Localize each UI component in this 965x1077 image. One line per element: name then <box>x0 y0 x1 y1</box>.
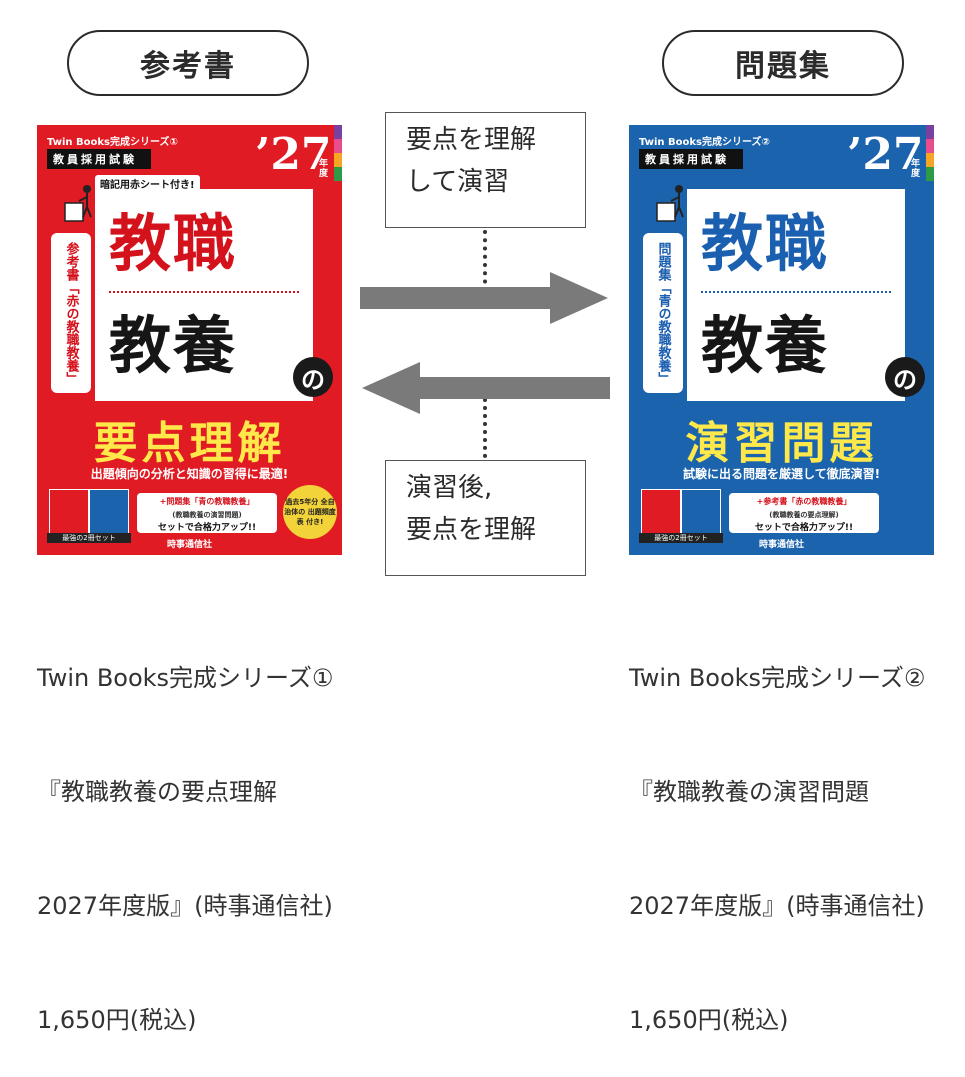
frequency-badge: 過去5年分 全自治体の 出題頻度表 付き! <box>283 485 337 539</box>
figure-icon <box>64 185 92 222</box>
promo-line1: +参考書「赤の教職教養」 <box>756 497 852 506</box>
title-divider <box>701 291 891 293</box>
caption-right-price: 1,650円(税込) <box>629 1006 789 1034</box>
book-cover-reference: Twin Books完成シリーズ① 教員採用試験 ’27 年度 暗記用赤シート付… <box>37 125 342 555</box>
note-bottom-line1: 演習後, <box>406 473 493 503</box>
sticker-label: 暗記用赤シート付き! <box>95 175 200 192</box>
promo-box: +問題集「青の教職教養」 (教職教養の演習問題) セットで合格力アップ!! <box>137 493 277 533</box>
promo-line3: セットで合格力アップ!! <box>754 523 854 533</box>
title-panel <box>95 189 313 401</box>
title-line2: 教養 <box>701 309 830 382</box>
mini-books-caption: 最強の2冊セット <box>639 533 723 543</box>
series-label: Twin Books完成シリーズ① <box>47 137 178 148</box>
title-line1: 教職 <box>701 207 830 280</box>
exam-label: 教員採用試験 <box>639 149 743 169</box>
series-label: Twin Books完成シリーズ② <box>639 137 770 148</box>
caption-right-series: Twin Books完成シリーズ② <box>629 664 926 692</box>
dotted-connector-top <box>483 230 487 300</box>
title-line2: 教養 <box>109 309 238 382</box>
caption-left-price: 1,650円(税込) <box>37 1006 197 1034</box>
caption-left: Twin Books完成シリーズ① 『教職教養の要点理解 2027年度版』(時事… <box>37 583 333 1077</box>
year-label: ’27 <box>847 129 924 180</box>
exam-label: 教員採用試験 <box>47 149 151 169</box>
title-particle: の <box>293 357 333 397</box>
vertical-series-label: 参考書「赤の教職教養」 <box>51 233 91 393</box>
promo-line3: セットで合格力アップ!! <box>157 523 257 533</box>
mini-books-image: 最強の2冊セット <box>47 489 131 543</box>
vertical-series-label: 問題集「青の教職教養」 <box>643 233 683 393</box>
caption-right-edition: 2027年度版』(時事通信社) <box>629 892 925 920</box>
publisher-label: 時事通信社 <box>758 540 804 550</box>
mini-books-image: 最強の2冊セット <box>639 489 723 543</box>
reference-book-label: 参考書 <box>67 30 309 96</box>
caption-left-title: 『教職教養の要点理解 <box>37 778 277 806</box>
year-suffix: 年度 <box>911 159 921 179</box>
title-particle: の <box>885 357 925 397</box>
color-stripes <box>334 125 342 181</box>
dotted-connector-bottom <box>483 390 487 458</box>
title-divider <box>109 291 299 293</box>
book-tagline: 試験に出る問題を厳選して徹底演習! <box>682 467 881 481</box>
publisher-label: 時事通信社 <box>166 540 212 550</box>
book-subtitle: 演習問題 <box>685 418 878 469</box>
promo-line2: (教職教養の演習問題) <box>172 511 242 519</box>
year-label: ’27 <box>255 129 332 180</box>
title-line1: 教職 <box>109 207 238 280</box>
year-suffix: 年度 <box>319 159 329 179</box>
arrow-right-icon <box>360 272 608 324</box>
note-top-line1: 要点を理解 <box>406 125 537 155</box>
note-bottom: 演習後, 要点を理解 <box>385 460 586 576</box>
figure-icon <box>656 185 684 222</box>
note-bottom-line2: 要点を理解 <box>406 515 537 545</box>
title-panel <box>687 189 905 401</box>
workbook-label: 問題集 <box>662 30 904 96</box>
note-top-line2: して演習 <box>406 167 510 197</box>
book-subtitle: 要点理解 <box>93 418 286 469</box>
promo-line2: (教職教養の要点理解) <box>769 511 839 519</box>
caption-right: Twin Books完成シリーズ② 『教職教養の演習問題 2027年度版』(時事… <box>629 583 925 1077</box>
color-stripes <box>926 125 934 181</box>
caption-left-edition: 2027年度版』(時事通信社) <box>37 892 333 920</box>
arrow-left-icon <box>362 362 610 414</box>
caption-right-title: 『教職教養の演習問題 <box>629 778 869 806</box>
book-cover-workbook: Twin Books完成シリーズ② 教員採用試験 ’27 年度 教職 教養 の … <box>629 125 934 555</box>
caption-left-series: Twin Books完成シリーズ① <box>37 664 334 692</box>
book-tagline: 出題傾向の分析と知識の習得に最適! <box>90 467 289 481</box>
promo-box: +参考書「赤の教職教養」 (教職教養の要点理解) セットで合格力アップ!! <box>729 493 879 533</box>
mini-books-caption: 最強の2冊セット <box>47 533 131 543</box>
note-top: 要点を理解 して演習 <box>385 112 586 228</box>
promo-line1: +問題集「青の教職教養」 <box>159 497 255 506</box>
